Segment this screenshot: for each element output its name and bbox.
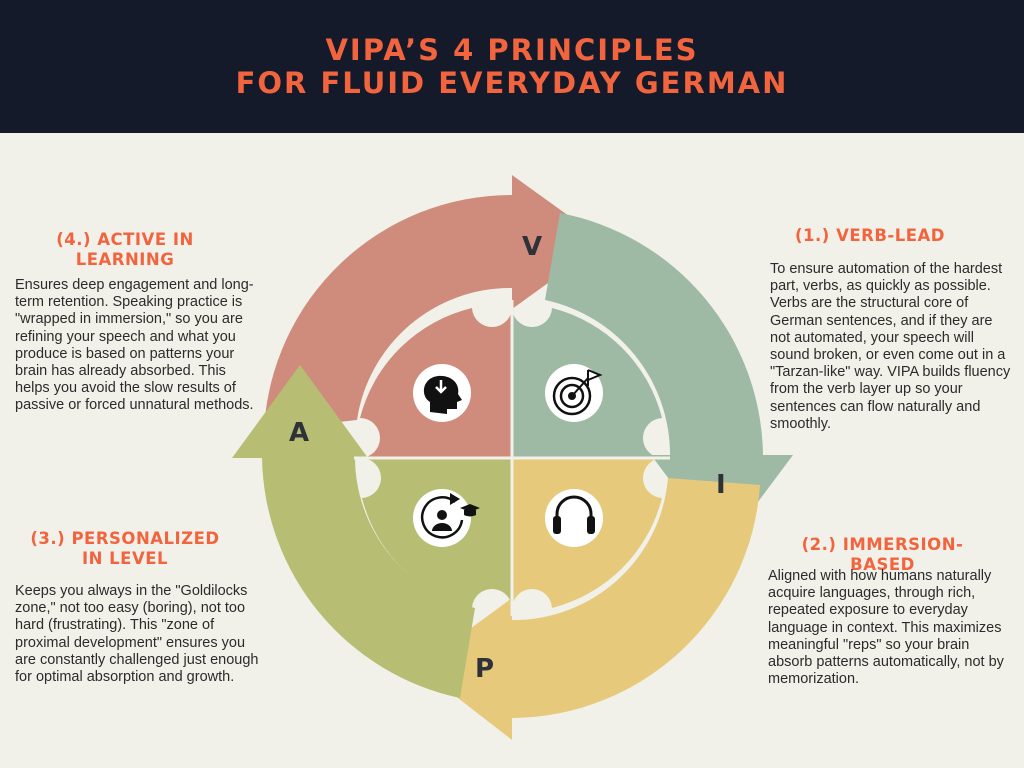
arrow-personalized — [232, 365, 475, 698]
section-immersion-body: Aligned with how humans naturally acquir… — [768, 568, 1004, 688]
section-active-body: Ensures deep engagement and long-term re… — [15, 277, 254, 414]
section-personalized-title: (3.) PERSONALIZED IN LEVEL — [20, 529, 230, 569]
section-active-title: (4.) ACTIVE IN LEARNING — [45, 230, 205, 270]
section-active-title-line-1: (4.) ACTIVE IN — [56, 230, 194, 249]
section-personalized-body: Keeps you always in the "Goldilocks zone… — [15, 583, 259, 686]
arrow-active — [418, 478, 760, 740]
section-active-title-line-2: LEARNING — [75, 250, 175, 269]
headphones-icon — [545, 489, 603, 547]
head-download-icon — [413, 364, 471, 422]
page-title-line-2: FOR FLUID EVERYDAY GERMAN — [235, 66, 789, 100]
section-personalized-title-line-1: (3.) PERSONALIZED — [30, 529, 220, 548]
page-title-line-1: VIPA’S 4 PRINCIPLES — [325, 33, 699, 67]
letter-p: P — [475, 654, 495, 684]
section-verb-lead-body: To ensure automation of the hardest part… — [770, 261, 1011, 432]
letter-v: V — [522, 232, 543, 262]
arrow-verb — [264, 175, 605, 430]
arrow-immersion — [545, 213, 793, 550]
section-immersion-title: (2.) IMMERSION-BASED — [801, 535, 964, 574]
header-banner: VIPA’S 4 PRINCIPLES FOR FLUID EVERYDAY G… — [0, 0, 1024, 133]
section-verb-lead-title: (1.) VERB-LEAD — [795, 226, 945, 245]
letter-a: A — [289, 418, 310, 448]
target-flag-icon — [545, 364, 603, 422]
person-play-graduation-icon — [413, 489, 480, 547]
section-personalized-title-line-2: IN LEVEL — [81, 549, 169, 568]
letter-i: I — [716, 470, 726, 500]
